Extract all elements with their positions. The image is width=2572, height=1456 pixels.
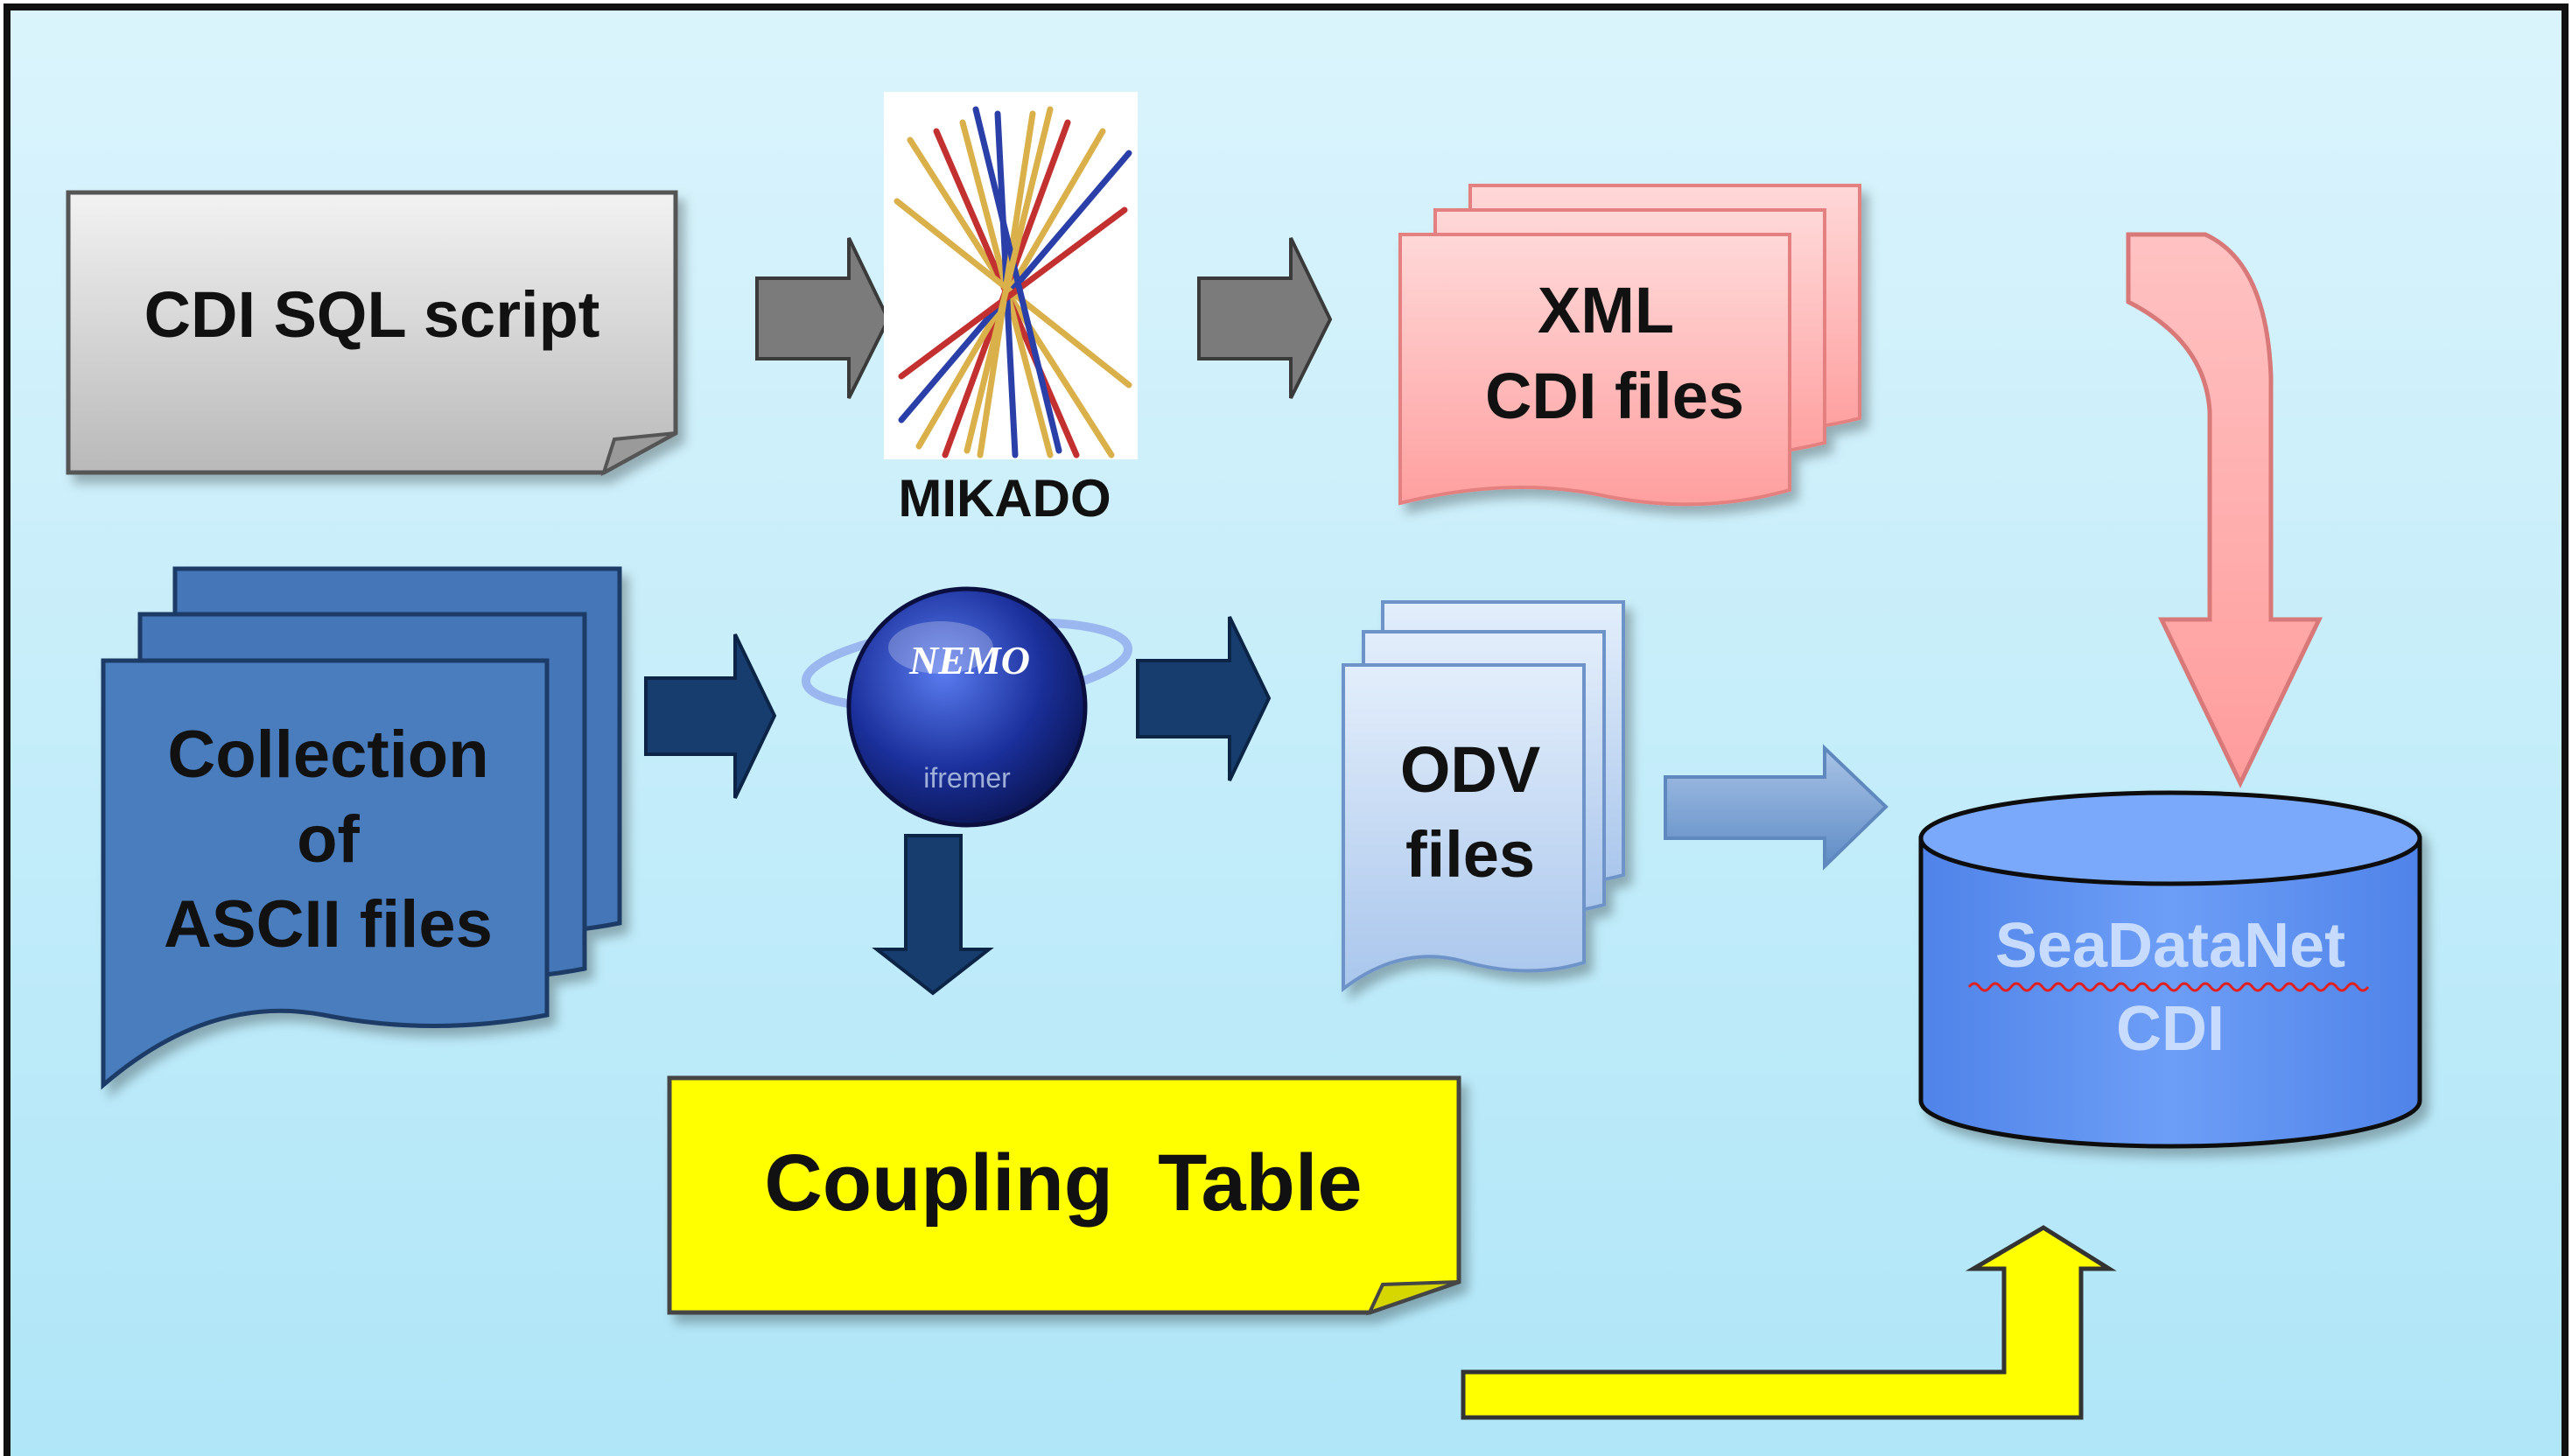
ascii-files-node: [101, 566, 622, 1090]
seadatanet-line2: CDI: [2116, 994, 2225, 1064]
gray-arrow-icon: [1197, 237, 1333, 399]
pink-arrow-icon: [2126, 232, 2323, 788]
coupling-table-node: [667, 1075, 1461, 1316]
seadatanet-db-node: [1918, 790, 2422, 1149]
gray-arrow-icon: [755, 237, 891, 399]
odv-files-line2: files: [1405, 818, 1535, 891]
xml-files-line1: XML: [1538, 274, 1674, 346]
sql-script-node: [66, 190, 678, 477]
ascii-files-line1: Collection: [167, 718, 488, 792]
mikado-sticks-icon: [884, 92, 1138, 459]
ascii-files-line2: of: [297, 802, 360, 877]
nemo-sublabel: ifremer: [923, 762, 1011, 794]
odv-arrow-icon: [1664, 744, 1889, 871]
nemo-globe-icon: [801, 586, 1133, 828]
odv-files-node: [1342, 600, 1625, 993]
nemo-label: NEMO: [908, 638, 1030, 682]
ascii-files-line3: ASCII files: [164, 887, 493, 962]
spellcheck-underline: [1967, 982, 2370, 992]
sql-script-label: CDI SQL script: [144, 278, 600, 351]
xml-files-line2: CDI files: [1485, 360, 1744, 432]
mikado-label: MIKADO: [898, 469, 1111, 528]
navy-arrow-icon: [644, 634, 777, 799]
yellow-arrow-icon: [1461, 1225, 2117, 1420]
navy-arrow-icon: [1136, 616, 1272, 781]
xml-files-node: [1398, 184, 1861, 507]
coupling-table-label: Coupling Table: [764, 1138, 1362, 1228]
odv-files-line1: ODV: [1400, 733, 1540, 806]
seadatanet-line1: SeaDataNet: [1995, 911, 2345, 981]
navy-down-arrow-icon: [872, 834, 994, 996]
